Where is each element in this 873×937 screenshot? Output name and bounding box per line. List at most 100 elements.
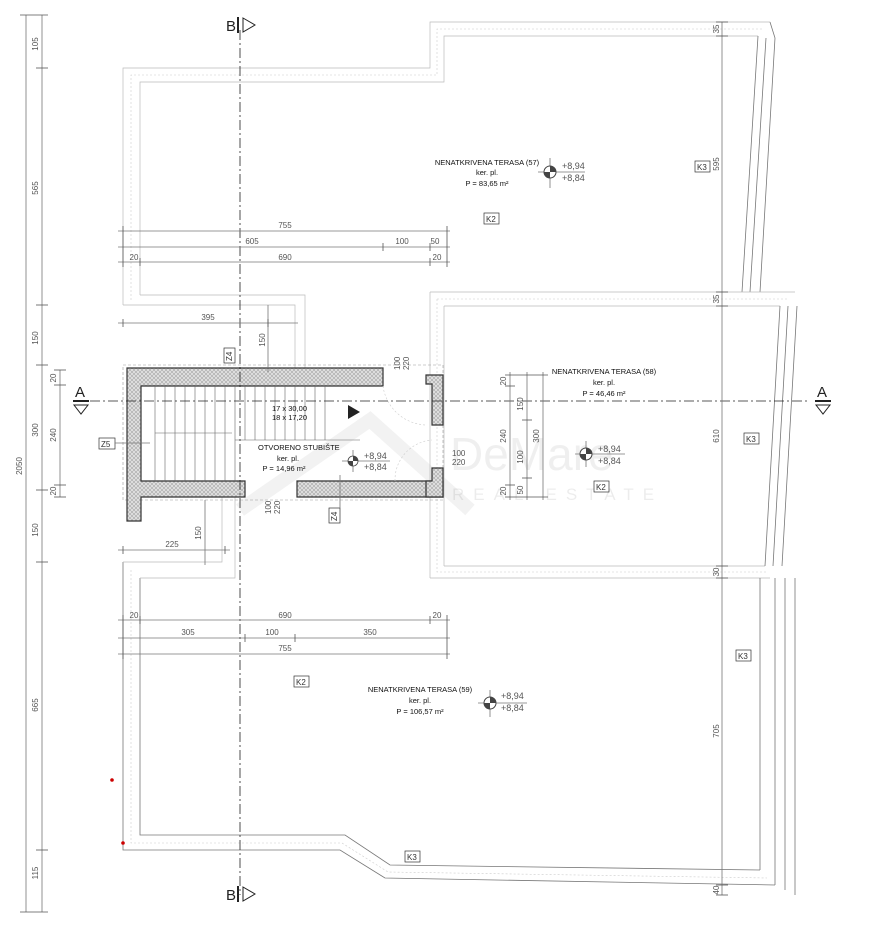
- dim: 20: [499, 486, 508, 495]
- open-staircase: 17 x 30,00 18 x 17,20 OTVORENO STUBIŠTE …: [122, 356, 466, 522]
- dim: 755: [278, 644, 292, 653]
- tag-k3: K3: [738, 652, 748, 661]
- door-width: 100: [393, 356, 402, 370]
- dim: 705: [712, 724, 721, 738]
- room-name: NENATKRIVENA TERASA (57): [435, 158, 540, 167]
- dim: 665: [31, 698, 40, 712]
- tag-k2: K2: [486, 215, 496, 224]
- watermark-sub: REAL ESTATE: [452, 485, 663, 504]
- dim: 595: [712, 157, 721, 171]
- terrace-58-label: NENATKRIVENA TERASA (58) ker. pl. P = 46…: [552, 367, 657, 467]
- level-bottom: +8,84: [562, 173, 585, 183]
- dim: 610: [712, 429, 721, 443]
- dim: 40: [712, 885, 721, 894]
- dim: 350: [363, 628, 377, 637]
- stair-riser-count: 18 x 17,20: [272, 413, 307, 422]
- door-width: 100: [452, 449, 466, 458]
- dim: 150: [31, 331, 40, 345]
- terrace-57-label: NENATKRIVENA TERASA (57) ker. pl. P = 83…: [435, 158, 585, 188]
- terrace-57-outline: [122, 21, 776, 370]
- dimensions-terrace-58: 20 240 20 150 100 50 300: [499, 372, 548, 500]
- stair-room-name: OTVORENO STUBIŠTE: [258, 443, 340, 452]
- dim: 20: [499, 376, 508, 385]
- level-top: +8,94: [598, 444, 621, 454]
- terrace-58-outline: [429, 291, 798, 579]
- section-marker-b-bottom: B: [226, 886, 256, 904]
- marker-dot: [110, 778, 114, 782]
- tag-z4: Z4: [225, 351, 234, 361]
- terrace-59-outline: [122, 490, 796, 895]
- room-name: NENATKRIVENA TERASA (59): [368, 685, 473, 694]
- section-marker-a-left: A: [72, 384, 90, 415]
- dim: 20: [433, 253, 442, 262]
- room-area: P = 83,65 m²: [465, 179, 509, 188]
- room-area: P = 106,57 m²: [396, 707, 444, 716]
- tag-z5: Z5: [101, 440, 111, 449]
- door-height: 220: [452, 458, 466, 467]
- dim: 395: [201, 313, 215, 322]
- dimensions-bottom: 20 690 20 305 100 350 755 225 150: [118, 500, 450, 659]
- level-top: +8,94: [501, 691, 524, 701]
- dim: 305: [181, 628, 195, 637]
- room-area: P = 46,46 m²: [582, 389, 626, 398]
- level-marker-icon: [580, 448, 592, 460]
- tag-k3: K3: [697, 163, 707, 172]
- room-name: NENATKRIVENA TERASA (58): [552, 367, 657, 376]
- stair-tread-count: 17 x 30,00: [272, 404, 307, 413]
- dim: 690: [278, 611, 292, 620]
- dim: 35: [712, 294, 721, 303]
- level-bottom: +8,84: [501, 703, 524, 713]
- dim: 150: [31, 523, 40, 537]
- tag-k2: K2: [296, 678, 306, 687]
- marker-dot: [121, 841, 125, 845]
- dim: 240: [49, 428, 58, 442]
- dimensions-left: 2050 105 565 150 300 150 665 115 20 240 …: [15, 14, 66, 913]
- dim: 150: [516, 397, 525, 411]
- room-finish: ker. pl.: [409, 696, 431, 705]
- dim: 115: [31, 866, 40, 879]
- dim: 150: [258, 333, 267, 347]
- door-height: 220: [273, 500, 282, 514]
- stair-level-bottom: +8,84: [364, 462, 387, 472]
- dim: 105: [31, 37, 40, 51]
- section-arrow-icon: [814, 404, 832, 415]
- section-label: A: [817, 384, 827, 401]
- section-arrow-icon: [242, 17, 256, 33]
- dim: 225: [165, 540, 179, 549]
- dim: 100: [395, 237, 409, 246]
- dim: 100: [516, 450, 525, 464]
- dim: 300: [31, 423, 40, 437]
- level-marker-icon: [544, 166, 556, 178]
- dim: 150: [194, 526, 203, 540]
- dim: 300: [532, 429, 541, 443]
- tag-z4: Z4: [330, 511, 339, 521]
- section-marker-a-right: A: [814, 384, 832, 415]
- level-bottom: +8,84: [598, 456, 621, 466]
- section-arrow-icon: [72, 404, 90, 415]
- section-label: B: [226, 18, 236, 35]
- door-width: 100: [264, 500, 273, 514]
- dim: 240: [499, 429, 508, 443]
- level-marker-icon: [484, 697, 496, 709]
- dim: 50: [431, 237, 440, 246]
- stair-area: P = 14,96 m²: [262, 464, 306, 473]
- stair-finish: ker. pl.: [277, 454, 299, 463]
- room-finish: ker. pl.: [593, 378, 615, 387]
- dim: 755: [278, 221, 292, 230]
- level-marker-icon: [342, 450, 390, 472]
- stair-level-top: +8,94: [364, 451, 387, 461]
- dim: 565: [31, 181, 40, 195]
- dim: 20: [130, 253, 139, 262]
- section-label: B: [226, 887, 236, 904]
- dim-total: 2050: [15, 457, 24, 475]
- stair-direction-arrow-icon: [348, 405, 360, 419]
- dim: 690: [278, 253, 292, 262]
- level-top: +8,94: [562, 161, 585, 171]
- section-arrow-icon: [242, 886, 256, 902]
- dim: 30: [712, 567, 721, 576]
- tag-k2: K2: [596, 483, 606, 492]
- material-tags: K2 K2 K2 K3 K3 K3 K3 Z4 Z4 Z5: [98, 160, 760, 863]
- dim: 605: [245, 237, 259, 246]
- dim: 20: [49, 486, 58, 495]
